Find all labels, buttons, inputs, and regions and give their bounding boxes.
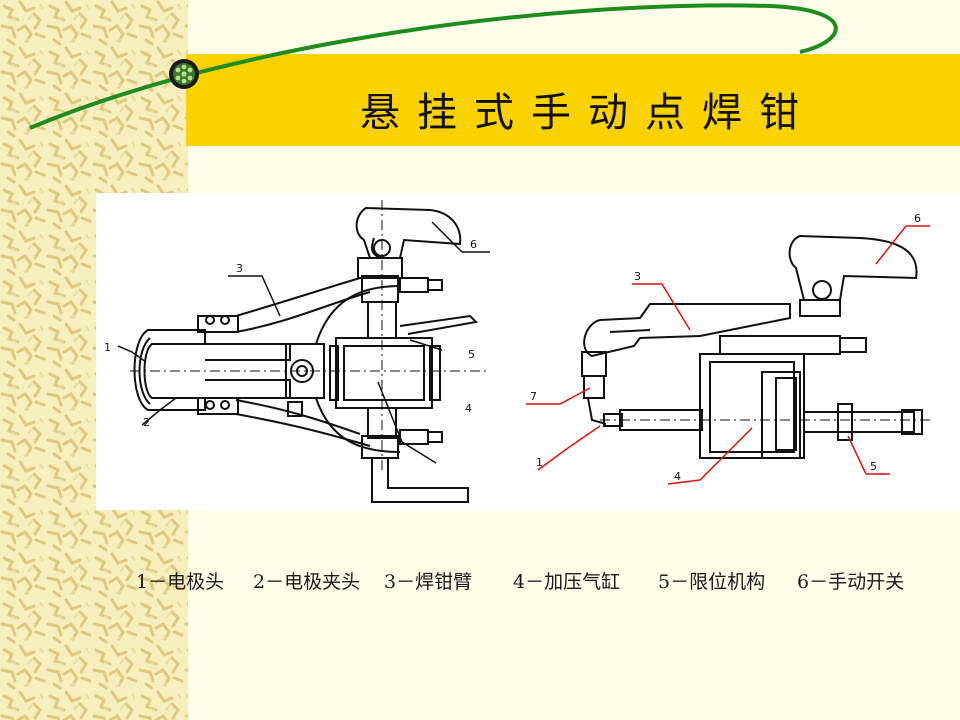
legend-caption: 1－电极头 2－电极夹头 3－焊钳臂 4－加压气缸 5－限位机构 6－手动开关 — [0, 567, 960, 603]
left-label-5: 5 — [468, 348, 475, 361]
figure-panel — [96, 193, 960, 510]
legend-item-5: 5－限位机构 — [658, 571, 766, 593]
legend-item-3: 3－焊钳臂 — [384, 571, 473, 593]
right-label-6: 6 — [914, 212, 921, 225]
right-label-5: 5 — [870, 460, 877, 473]
slide-title-container: 悬挂式手动点焊钳 — [186, 72, 960, 146]
left-label-4: 4 — [465, 402, 472, 415]
title-banner — [186, 54, 960, 146]
left-leader-lines — [117, 221, 490, 464]
left-label-3: 3 — [236, 262, 243, 275]
legend-item-4: 4－加压气缸 — [513, 571, 621, 593]
legend-item-6: 6－手动开关 — [797, 571, 905, 593]
slide-title: 悬挂式手动点焊钳 — [360, 90, 816, 136]
left-label-1: 1 — [104, 341, 111, 354]
cable-knot-icon — [169, 59, 199, 89]
right-welding-gun-drawing — [581, 234, 930, 459]
right-label-3: 3 — [634, 270, 641, 283]
legend-item-1: 1－电极头 — [136, 571, 225, 593]
right-label-1: 1 — [536, 456, 543, 469]
left-label-2: 2 — [143, 416, 150, 429]
right-label-7: 7 — [530, 390, 537, 403]
right-label-4: 4 — [674, 470, 681, 483]
left-label-6: 6 — [470, 238, 477, 251]
legend-item-2: 2－电极夹头 — [253, 571, 361, 593]
right-leader-lines — [526, 225, 930, 485]
left-welding-gun-drawing — [130, 200, 490, 503]
